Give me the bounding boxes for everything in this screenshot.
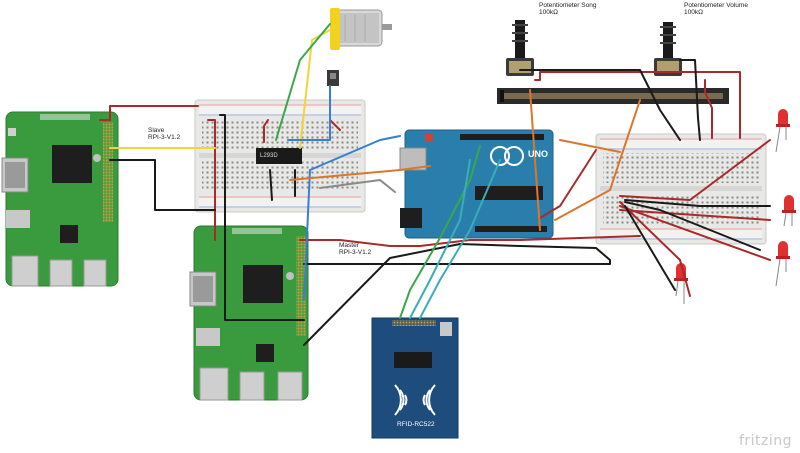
- raspberry-pi-master: [189, 225, 309, 401]
- wire: [299, 235, 641, 247]
- dc-motor: [330, 8, 392, 50]
- motor-driver-chip: [256, 148, 302, 164]
- master-model-label: RPI-3-V1.2: [339, 249, 372, 256]
- slave-role-label: Slave: [148, 127, 165, 134]
- led-2: [782, 195, 796, 227]
- pot-song-title: Potentiometer Song: [539, 2, 597, 9]
- led-1: [775, 109, 790, 153]
- fritzing-watermark: fritzing: [738, 433, 792, 449]
- slave-model-label: RPI-3-V1.2: [148, 134, 181, 141]
- wire: [624, 201, 761, 251]
- wire: [419, 159, 501, 319]
- wire: [554, 99, 641, 221]
- potentiometer-song: [506, 20, 534, 76]
- rfid-module: [371, 317, 459, 439]
- arduino-uno: [399, 129, 554, 239]
- wire: [529, 89, 541, 231]
- wire: [275, 23, 331, 141]
- breadboard-top-left: [194, 99, 366, 213]
- wire: [303, 243, 611, 346]
- raspberry-pi-slave: [1, 111, 119, 287]
- rfid-model-label: RFID-RC522: [397, 421, 435, 428]
- led-3: [775, 241, 790, 287]
- wire: [219, 114, 305, 321]
- wire: [619, 201, 691, 297]
- wires: [99, 23, 771, 346]
- ic-label: L293D: [260, 153, 278, 159]
- wire: [534, 71, 741, 139]
- wire: [109, 159, 216, 211]
- wire: [704, 79, 713, 139]
- push-button: [327, 70, 339, 86]
- pot-volume-value: 100kΩ: [684, 9, 703, 16]
- potentiometer-volume: [654, 22, 682, 76]
- wire: [409, 159, 471, 319]
- slide-potentiometer: [497, 88, 729, 104]
- wire: [619, 205, 771, 261]
- wire: [619, 209, 771, 221]
- wire: [109, 105, 199, 121]
- wire: [289, 165, 431, 181]
- wire: [399, 145, 481, 319]
- wire: [679, 59, 701, 141]
- wire: [303, 135, 401, 301]
- wire: [619, 139, 771, 201]
- wire: [624, 199, 771, 207]
- master-role-label: Master: [339, 242, 359, 249]
- arduino-brand-label: UNO: [528, 149, 548, 159]
- wire: [319, 179, 396, 193]
- wire: [269, 169, 273, 201]
- pot-song-value: 100kΩ: [539, 9, 558, 16]
- wire: [624, 205, 676, 291]
- pot-volume-title: Potentiometer Volume: [684, 2, 748, 9]
- wire: [263, 119, 269, 143]
- wire: [519, 69, 681, 141]
- wire: [299, 29, 331, 149]
- wire: [207, 119, 216, 241]
- wire: [539, 149, 597, 219]
- wire: [559, 139, 621, 153]
- wire: [287, 85, 331, 141]
